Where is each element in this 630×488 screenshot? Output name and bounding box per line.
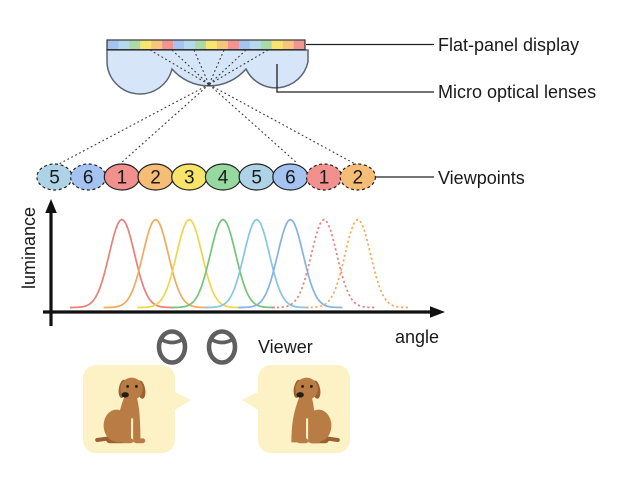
display-pixel-segment — [249, 40, 261, 50]
leader-line-lenses — [276, 64, 434, 93]
luminance-curve — [272, 218, 377, 309]
display-pixel-segment — [195, 40, 207, 50]
viewpoint-number: 4 — [218, 168, 229, 189]
viewpoint-number: 2 — [353, 168, 364, 189]
luminance-curve — [238, 218, 343, 309]
right-view-bubble — [242, 365, 350, 453]
display-pixel-segment — [129, 40, 141, 50]
angle-axis-label: angle — [395, 327, 439, 347]
display-pixel-segment — [282, 40, 294, 50]
viewpoint-number: 1 — [319, 168, 330, 189]
luminance-curve — [137, 218, 242, 309]
viewpoint-number: 5 — [251, 168, 262, 189]
light-ray-line — [208, 84, 298, 164]
luminance-curve — [305, 218, 410, 309]
light-ray-line — [208, 84, 358, 166]
viewpoint-number: 2 — [150, 168, 161, 189]
display-pixel-segment — [238, 40, 250, 50]
flat-panel-display-outline — [106, 39, 306, 51]
viewpoint-number: 5 — [49, 168, 60, 189]
display-pixel-segment — [216, 40, 229, 50]
display-pixel-segment — [184, 40, 196, 50]
display-pixel-segment — [227, 40, 240, 50]
luminance-curve — [103, 218, 208, 309]
luminance-curves-group — [69, 218, 410, 309]
label-viewpoints: Viewpoints — [438, 168, 525, 188]
display-pixel-segment — [140, 40, 152, 50]
display-pixel-segment — [162, 40, 174, 50]
light-ray-line — [193, 49, 210, 85]
left-view-bubble — [83, 365, 191, 453]
display-pixel-segment — [206, 40, 218, 50]
viewpoint-ellipse — [339, 163, 376, 191]
display-pixel-segment — [271, 40, 283, 50]
viewpoint-number: 6 — [285, 168, 296, 189]
luminance-axis-arrowhead — [45, 199, 57, 213]
display-pixel-segment — [173, 40, 185, 50]
left-eye-icon — [159, 332, 185, 363]
viewpoints-row: 5 6 1 2 3 4 5 6 1 2 — [36, 163, 376, 191]
angle-axis-arrowhead — [430, 306, 445, 318]
luminance-curve — [204, 218, 309, 309]
viewpoint-number: 1 — [117, 168, 128, 189]
display-pixel-segment — [118, 40, 130, 50]
micro-optical-lenses-shape — [106, 49, 309, 95]
display-pixel-segment — [293, 40, 305, 50]
luminance-curve — [69, 218, 174, 309]
right-eye-icon — [209, 332, 235, 363]
viewpoint-number: 3 — [184, 168, 195, 189]
label-micro-optical-lenses: Micro optical lenses — [438, 82, 596, 102]
light-ray-line — [208, 49, 225, 85]
display-pixel-segment — [107, 40, 119, 50]
light-ray-line — [120, 84, 210, 164]
display-pixel-segment — [151, 40, 163, 50]
luminance-curve — [171, 218, 275, 309]
luminance-axis-label: luminance — [19, 207, 39, 289]
flat-panel-display-strip — [107, 40, 305, 50]
display-pixel-segment — [260, 40, 272, 50]
light-rays-group — [56, 49, 358, 166]
label-flat-panel-display: Flat-panel display — [438, 35, 579, 55]
viewer-label: Viewer — [258, 337, 313, 357]
viewpoint-number: 6 — [83, 168, 94, 189]
right-bubble-tail — [242, 391, 260, 411]
left-bubble-tail — [173, 391, 191, 411]
